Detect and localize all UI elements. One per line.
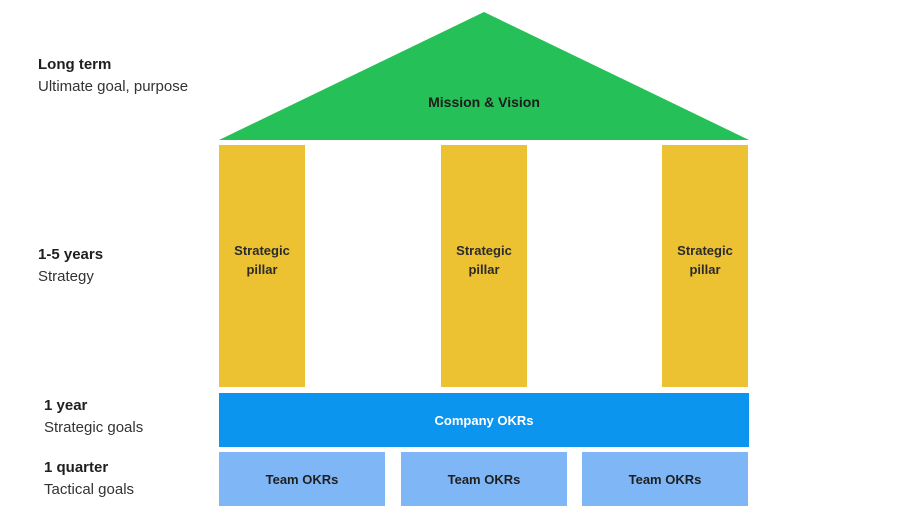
- level-subtitle: Tactical goals: [44, 481, 135, 498]
- team-okrs-box: Team OKRs: [582, 452, 748, 506]
- mission-vision-label: Mission & Vision: [428, 94, 540, 110]
- level-1-quarter: 1 quarter Tactical goals: [44, 457, 134, 501]
- strategic-pillar: Strategic pillar: [219, 145, 305, 387]
- company-okrs-bar: Company OKRs: [219, 393, 749, 447]
- level-title: Long term: [38, 56, 112, 73]
- level-long-term: Long term Ultimate goal, purpose: [38, 54, 188, 98]
- strategic-pillar: Strategic pillar: [662, 145, 748, 387]
- roof-triangle: [219, 12, 749, 140]
- team-okrs-label: Team OKRs: [628, 471, 702, 487]
- pillar-label: Strategic pillar: [234, 243, 290, 277]
- team-okrs-label: Team OKRs: [447, 471, 521, 487]
- team-okrs-box: Team OKRs: [401, 452, 567, 506]
- level-title: 1 year: [44, 397, 88, 414]
- company-okrs-label: Company OKRs: [434, 412, 534, 428]
- level-subtitle: Ultimate goal, purpose: [38, 78, 189, 95]
- strategic-pillar: Strategic pillar: [441, 145, 527, 387]
- level-subtitle: Strategic goals: [44, 419, 144, 436]
- level-title: 1-5 years: [38, 246, 104, 263]
- pillar-label: Strategic pillar: [456, 243, 512, 277]
- pillar-label: Strategic pillar: [677, 243, 733, 277]
- team-okrs-box: Team OKRs: [219, 452, 385, 506]
- level-1-5-years: 1-5 years Strategy: [38, 244, 103, 288]
- team-okrs-label: Team OKRs: [265, 471, 339, 487]
- level-1-year: 1 year Strategic goals: [44, 395, 143, 439]
- level-subtitle: Strategy: [38, 268, 94, 285]
- level-title: 1 quarter: [44, 459, 109, 476]
- roof-shape: [219, 12, 749, 140]
